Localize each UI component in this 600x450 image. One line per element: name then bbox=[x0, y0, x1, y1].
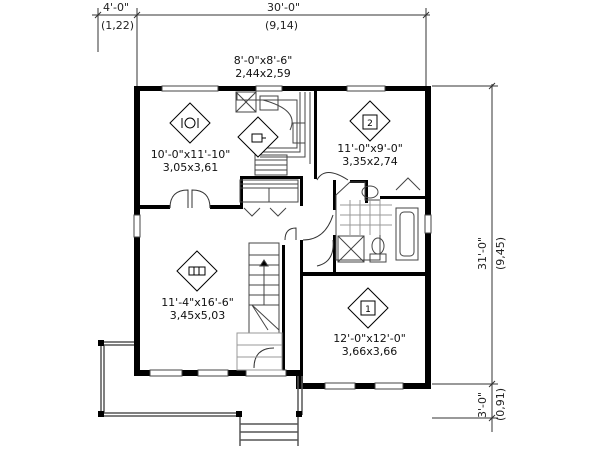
dining-plate-icon bbox=[169, 102, 211, 144]
dimension-lines bbox=[92, 8, 498, 432]
interior-walls bbox=[140, 91, 426, 385]
doors bbox=[169, 172, 349, 369]
dim-top-main-imperial: 30'-0" bbox=[267, 1, 301, 14]
dim-top-main-metric: (9,14) bbox=[265, 19, 299, 32]
kitchen-label: 8'-0"x8'-6" 2,44x2,59 bbox=[218, 54, 308, 80]
dim-right-porch-imperial: 3'-0" bbox=[476, 391, 489, 418]
bedroom2-metric: 3,35x2,74 bbox=[342, 155, 398, 168]
kitchen-imperial: 8'-0"x8'-6" bbox=[233, 54, 293, 67]
porch bbox=[100, 341, 303, 446]
dim-right-main-imperial: 31'-0" bbox=[476, 236, 489, 270]
bedroom2-label: 11'-0"x9'-0" 3,35x2,74 bbox=[325, 142, 415, 168]
dining-metric: 3,05x3,61 bbox=[162, 161, 219, 174]
kitchen-metric: 2,44x2,59 bbox=[235, 67, 291, 80]
bathroom-fixtures bbox=[335, 177, 421, 263]
dining-imperial: 10'-0"x11'-10" bbox=[150, 148, 231, 161]
dining-label: 10'-0"x11'-10" 3,05x3,61 bbox=[143, 148, 238, 174]
bedroom1-metric: 3,66x3,66 bbox=[341, 345, 398, 358]
living-imperial: 11'-4"x16'-6" bbox=[161, 296, 234, 309]
windows bbox=[133, 85, 432, 390]
dim-top-left-metric: (1,22) bbox=[101, 19, 135, 32]
bedroom1-label: 12'-0"x12'-0" 3,66x3,66 bbox=[322, 332, 417, 358]
living-metric: 3,45x5,03 bbox=[169, 309, 226, 322]
bedroom2-imperial: 11'-0"x9'-0" bbox=[337, 142, 403, 155]
bed-icon-bedroom2 bbox=[349, 100, 391, 142]
stairs bbox=[236, 242, 283, 371]
room-icons bbox=[169, 100, 391, 329]
dim-right-porch-metric: (0,91) bbox=[494, 387, 507, 421]
sofa-icon bbox=[176, 250, 218, 292]
dim-top-left-imperial: 4'-0" bbox=[103, 1, 130, 14]
living-label: 11'-4"x16'-6" 3,45x5,03 bbox=[150, 296, 245, 322]
svg-text:2: 2 bbox=[367, 119, 373, 129]
kitchen-pot-icon bbox=[237, 116, 279, 158]
bedroom1-imperial: 12'-0"x12'-0" bbox=[333, 332, 406, 345]
kitchen-counters bbox=[235, 91, 311, 217]
bed-icon-bedroom1 bbox=[347, 287, 389, 329]
dim-right-main-metric: (9,45) bbox=[494, 236, 507, 270]
svg-text:1: 1 bbox=[365, 305, 371, 315]
